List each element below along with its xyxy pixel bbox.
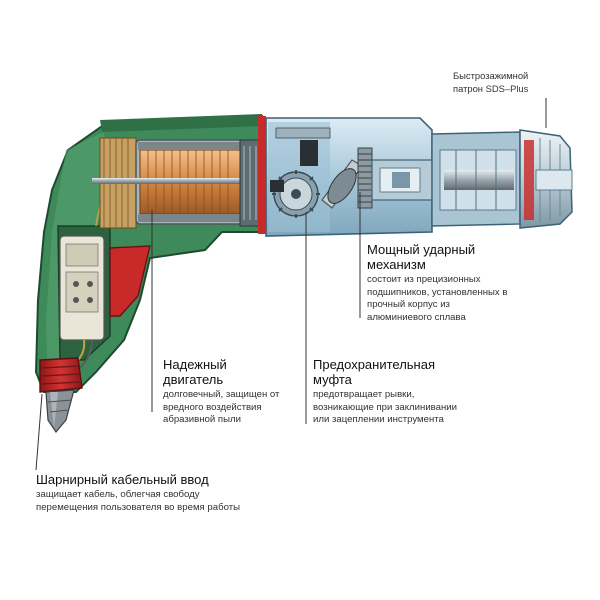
gearbox	[265, 117, 433, 237]
motor-housing-top	[100, 114, 262, 132]
callout-motor-desc: долговечный, защищен от вредного воздейс…	[163, 389, 280, 425]
callout-impact-desc: состоит из прецизионных подшипников, уст…	[367, 274, 508, 323]
leader-lines	[35, 98, 547, 471]
callout-motor-title: Надежный двигатель	[163, 357, 227, 387]
callout-impact-title: Мощный ударный механизм	[367, 242, 476, 272]
callout-clutch-title: Предохранительная муфта	[313, 357, 436, 387]
sds-chuck	[519, 129, 573, 229]
callout-impact-mechanism: Мощный ударный механизм состоит из преци…	[367, 242, 567, 324]
callout-cable-title: Шарнирный кабельный ввод	[36, 472, 209, 487]
callout-chuck: Быстрозажимной патрон SDS–Plus	[453, 70, 593, 95]
motor	[92, 137, 272, 229]
barrel	[431, 131, 521, 227]
callout-cable-entry: Шарнирный кабельный ввод защищает кабель…	[36, 472, 296, 514]
seal-ring	[258, 116, 266, 234]
callout-clutch-desc: предотвращает рывки, возникающие при зак…	[313, 389, 458, 425]
cable-entry	[39, 357, 83, 434]
callout-clutch: Предохранительная муфта предотвращает ры…	[313, 357, 513, 427]
callout-motor: Надежный двигатель долговечный, защищен …	[163, 357, 313, 427]
trigger	[109, 245, 151, 317]
callout-cable-desc: защищает кабель, облегчая свободу переме…	[36, 489, 240, 513]
callout-chuck-desc: Быстрозажимной патрон SDS–Plus	[453, 70, 529, 94]
